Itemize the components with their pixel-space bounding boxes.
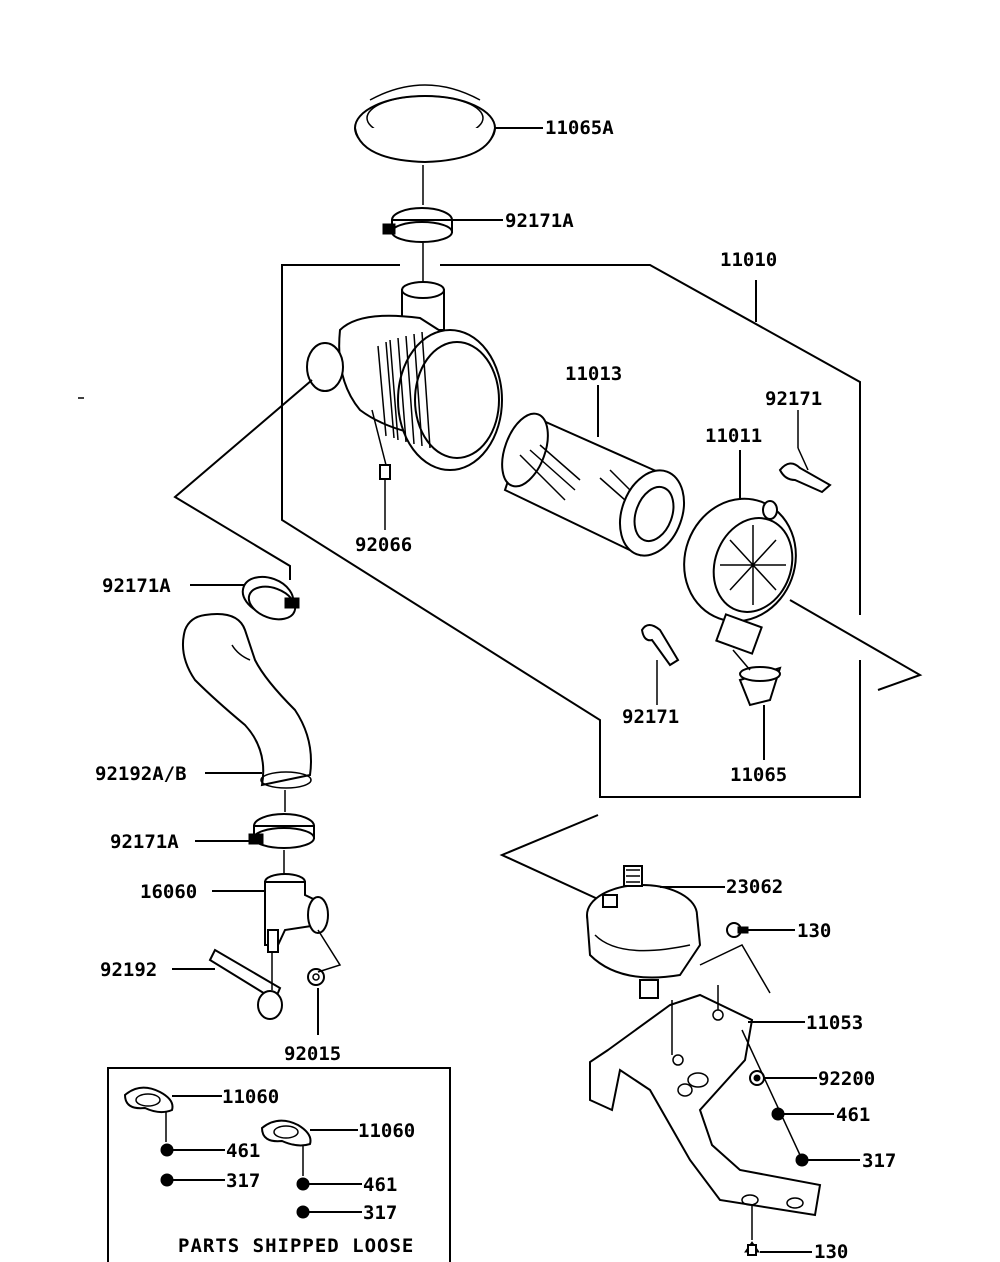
label-92015: 92015 bbox=[284, 1043, 341, 1065]
label-11060-a: 11060 bbox=[222, 1086, 279, 1108]
gasket-11060-b[interactable] bbox=[260, 1119, 312, 1147]
nut-461-b[interactable] bbox=[296, 1177, 310, 1191]
gasket-11060-a[interactable] bbox=[123, 1086, 174, 1114]
plug-92066[interactable] bbox=[379, 464, 391, 480]
label-92192: 92192 bbox=[100, 959, 157, 981]
label-92192ab: 92192A/B bbox=[95, 763, 187, 785]
label-11011: 11011 bbox=[705, 425, 762, 447]
cap-11065a[interactable] bbox=[354, 84, 496, 164]
clamp-92171a-hose-upper[interactable] bbox=[237, 570, 300, 625]
label-11013: 11013 bbox=[565, 363, 622, 385]
assembly-frame-11010 bbox=[281, 264, 861, 798]
label-92171-lower: 92171 bbox=[622, 706, 679, 728]
band-23062[interactable] bbox=[586, 865, 702, 999]
cover-11011[interactable] bbox=[667, 483, 813, 655]
clamp-92171a-top[interactable] bbox=[382, 207, 453, 243]
label-11065: 11065 bbox=[730, 764, 787, 786]
clip-92171-lower[interactable] bbox=[640, 624, 680, 667]
label-11053: 11053 bbox=[806, 1012, 863, 1034]
hose-92192ab[interactable] bbox=[182, 613, 312, 789]
label-317-a: 317 bbox=[226, 1170, 260, 1192]
label-317-b: 317 bbox=[363, 1202, 397, 1224]
label-317-bracket: 317 bbox=[862, 1150, 896, 1172]
washer-92200[interactable] bbox=[749, 1070, 765, 1086]
bolt-130-top[interactable] bbox=[726, 922, 749, 938]
label-92200: 92200 bbox=[818, 1068, 875, 1090]
label-461-bracket: 461 bbox=[836, 1104, 870, 1126]
bolt-317-a[interactable] bbox=[160, 1173, 174, 1187]
bolt-317-bracket[interactable] bbox=[795, 1153, 809, 1167]
label-92171a-hose-lower: 92171A bbox=[110, 831, 179, 853]
nut-92015[interactable] bbox=[307, 968, 325, 986]
label-130-bottom: 130 bbox=[814, 1241, 848, 1262]
parts-shipped-loose-title: PARTS SHIPPED LOOSE bbox=[178, 1235, 414, 1257]
bolt-130-bottom[interactable] bbox=[744, 1241, 760, 1256]
label-461-a: 461 bbox=[226, 1140, 260, 1162]
clamp-92171a-hose-lower[interactable] bbox=[248, 813, 315, 849]
bolt-317-b[interactable] bbox=[296, 1205, 310, 1219]
parts-shipped-loose-box bbox=[107, 1067, 451, 1262]
label-11065a: 11065A bbox=[545, 117, 614, 139]
clip-92171-upper[interactable] bbox=[778, 462, 832, 494]
label-130-top: 130 bbox=[797, 920, 831, 942]
bracket-11053[interactable] bbox=[589, 993, 822, 1217]
filter-element-11013[interactable] bbox=[493, 407, 695, 564]
label-11010: 11010 bbox=[720, 249, 777, 271]
label-11060-b: 11060 bbox=[358, 1120, 415, 1142]
label-92171a-top: 92171A bbox=[505, 210, 574, 232]
label-92171a-hose-upper: 92171A bbox=[102, 575, 171, 597]
valve-11065[interactable] bbox=[738, 666, 782, 707]
label-23062: 23062 bbox=[726, 876, 783, 898]
pipe-92192[interactable] bbox=[208, 948, 283, 1020]
air-cleaner-housing[interactable] bbox=[306, 281, 503, 471]
label-92066: 92066 bbox=[355, 534, 412, 556]
elbow-16060[interactable] bbox=[264, 873, 329, 953]
label-461-b: 461 bbox=[363, 1174, 397, 1196]
nut-461-a[interactable] bbox=[160, 1143, 174, 1157]
label-16060: 16060 bbox=[140, 881, 197, 903]
label-92171-upper: 92171 bbox=[765, 388, 822, 410]
